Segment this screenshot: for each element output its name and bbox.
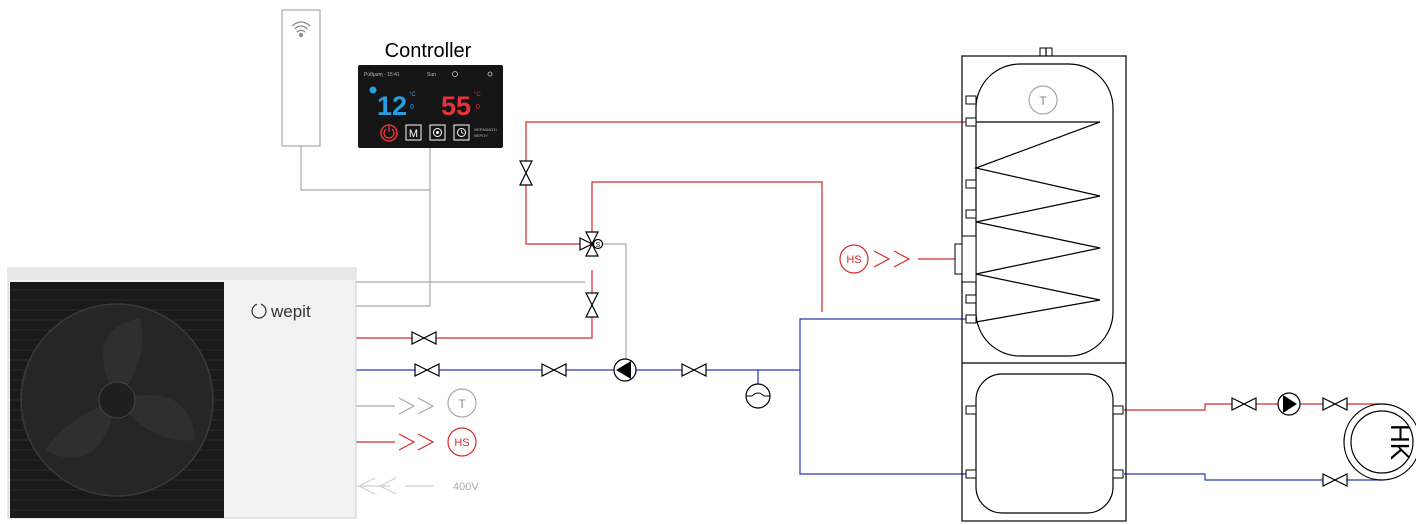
return-shutoff-valve-3[interactable] (681, 363, 707, 377)
svg-text:HS: HS (846, 254, 861, 266)
tank-heat-source: HS (839, 244, 911, 274)
pump-icon (1283, 395, 1297, 413)
power-icon (383, 128, 395, 139)
controller-mode-button[interactable]: M (405, 124, 422, 141)
controller-side-text-1: ΘΕΡΜΑΝΣΗ (474, 127, 497, 132)
svg-text:T: T (458, 397, 466, 411)
dhw-valve[interactable] (519, 160, 533, 186)
status-icon (452, 71, 458, 77)
svg-text:M: M (409, 128, 418, 140)
hk-return-valve[interactable] (1322, 473, 1348, 487)
controller-status-left: Ρύθμιση · 15:41 (364, 71, 400, 78)
controller-side-text-2: ΝΕΡΟΥ (474, 133, 488, 138)
heating-circuit-label: HK (1385, 424, 1415, 461)
supply-shutoff-valve[interactable] (411, 331, 437, 345)
temperature-sensor: T (447, 388, 477, 418)
heating-circuit: HK (1343, 403, 1416, 481)
controller-power-button[interactable] (380, 124, 398, 142)
return-shutoff-valve-1[interactable] (414, 363, 440, 377)
controller-settings-button[interactable] (429, 124, 446, 141)
power-supply-arrows (357, 477, 397, 495)
controller-unit-left: °C (409, 92, 416, 98)
hk-supply-valve-2[interactable] (1322, 397, 1348, 411)
controller-title: Controller (385, 40, 472, 62)
svg-text:HS: HS (454, 437, 469, 449)
controller-small-left: 0 (410, 104, 414, 111)
controller-timer-button[interactable] (453, 124, 470, 141)
controller-status-mid: Sun (427, 72, 436, 78)
heat-source-sensor: HS (447, 427, 477, 457)
heat-source-arrows (398, 433, 435, 451)
tank-temperature-sensor: T (1028, 85, 1058, 115)
heat-pump-unit: wepit (7, 267, 357, 519)
return-shutoff-valve-2[interactable] (541, 363, 567, 377)
buffer-tank (975, 373, 1114, 514)
bypass-valve[interactable] (585, 292, 599, 318)
motor-icon: S (596, 242, 601, 249)
controller-panel[interactable]: Ρύθμιση · 15:41 Sun 12 °C 0 55 °C 0 M (358, 65, 503, 148)
wifi-module (281, 9, 321, 147)
heating-circuit-pump[interactable] (1277, 392, 1301, 416)
power-supply-label: 400V (453, 481, 479, 493)
clock-icon (457, 128, 466, 137)
temperature-sensor-arrows (398, 397, 435, 415)
hk-supply-valve-1[interactable] (1231, 397, 1257, 411)
svg-text:T: T (1039, 94, 1047, 108)
signal-lines (300, 146, 627, 487)
gear-icon (433, 128, 442, 137)
brand-logo-icon (251, 302, 267, 319)
heat-exchanger-coil (973, 121, 1101, 323)
circulation-pump[interactable] (613, 358, 637, 382)
controller-small-right: 0 (476, 104, 480, 111)
controller-temp-right: 55 (441, 91, 471, 121)
brand-name: wepit (270, 302, 311, 321)
pump-icon (616, 361, 631, 379)
heating-indicator-icon (369, 86, 377, 94)
return-lines (356, 318, 1382, 481)
power-status-icon (487, 71, 493, 77)
storage-tank (954, 47, 1127, 522)
controller-unit-right: °C (474, 92, 481, 98)
three-way-valve[interactable]: S (579, 231, 604, 257)
controller-temp-left: 12 (377, 91, 407, 121)
expansion-vessel (745, 383, 771, 409)
wifi-icon (291, 21, 311, 37)
